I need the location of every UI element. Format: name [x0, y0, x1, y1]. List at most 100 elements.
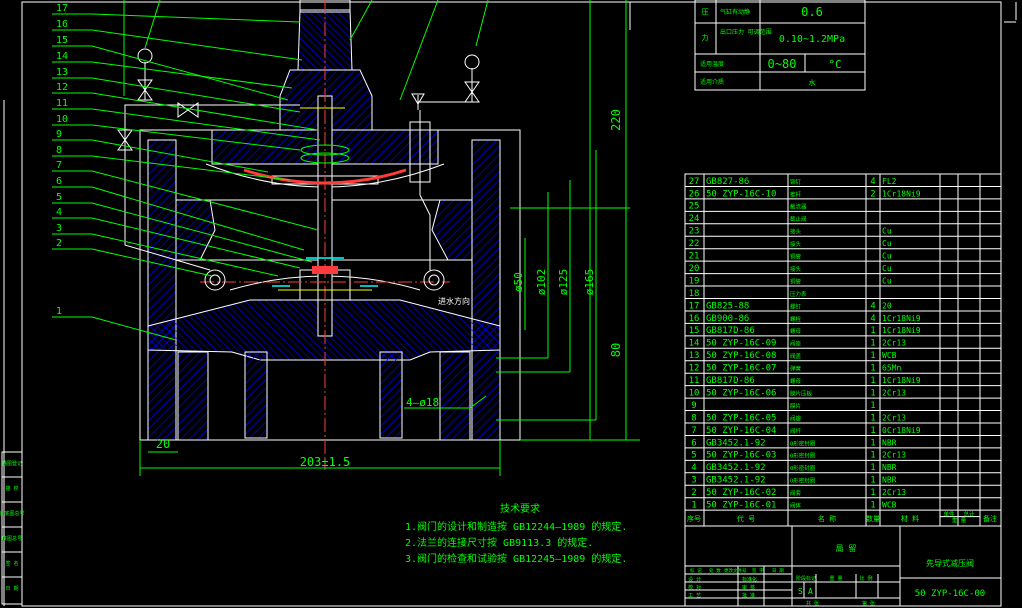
- dim-height-top: 220: [609, 109, 623, 131]
- part-callout: 7: [56, 160, 62, 171]
- leader-line: [91, 45, 289, 101]
- bom-qty: 1: [870, 326, 875, 336]
- bom-qty: 1: [870, 413, 875, 423]
- bom-material: WCB: [882, 351, 897, 360]
- bom-material: 2Cr13: [882, 339, 906, 348]
- bom-material: 1Cr18Ni9: [882, 314, 921, 323]
- bom-no: 14: [689, 339, 700, 349]
- bom-code: 50 ZYP-16C-08: [706, 351, 776, 361]
- bom-name: 铜管: [790, 277, 802, 285]
- approval-label: 工 艺: [688, 593, 701, 599]
- bom-code: GB817D-86: [706, 326, 755, 336]
- bom-name: 弹簧: [790, 365, 802, 373]
- leader-line: [91, 170, 319, 231]
- bom-code: 50 ZYP-16C-10: [706, 189, 776, 199]
- bom-code: 50 ZYP-16C-06: [706, 388, 776, 398]
- tech-req-title: 技术要求: [500, 502, 540, 515]
- bom-no: 13: [689, 351, 700, 361]
- bom-qty: 1: [870, 376, 875, 386]
- bom-no: 8: [691, 413, 696, 423]
- bom-header: 名 称: [818, 514, 836, 523]
- part-callout: 10: [56, 114, 68, 125]
- bom-qty: 4: [870, 314, 875, 324]
- bom-header: 材 料: [901, 514, 919, 523]
- bom-name: 螺钉: [790, 302, 802, 310]
- bom-no: 18: [689, 289, 700, 299]
- bom-code: GB825-88: [706, 301, 749, 311]
- stage-label: 阶段标记: [796, 575, 816, 582]
- spec-value: 0~80: [768, 57, 797, 71]
- bom-header: 备注: [983, 514, 997, 523]
- bom-material: Cu: [882, 227, 892, 236]
- leader-line: [91, 248, 213, 277]
- bom-no: 17: [689, 301, 700, 311]
- bom-material: NBR: [882, 438, 897, 447]
- left-flange: [147, 139, 177, 441]
- approval-label: 标准化: [742, 576, 757, 583]
- part-callout: 15: [56, 35, 68, 46]
- bom-material: 1Cr18Ni9: [882, 376, 921, 385]
- part-callout: 6: [56, 176, 62, 187]
- bom-name: 推杆: [790, 190, 802, 198]
- bom-header: 总计: [963, 510, 975, 518]
- bom-code: 50 ZYP-16C-09: [706, 339, 776, 349]
- bom-name: 铆钉: [790, 178, 802, 186]
- inlet-gauge: [137, 48, 153, 64]
- leader-line: [144, 0, 161, 49]
- bom-code: 50 ZYP-16C-04: [706, 426, 776, 436]
- bom-no: 6: [691, 438, 696, 448]
- bom-no: 21: [689, 252, 700, 262]
- leader-line: [91, 217, 301, 269]
- bom-name: 阀套: [790, 489, 802, 497]
- leader-line: [91, 139, 269, 173]
- bom-header: 单件: [943, 510, 955, 518]
- bom-material: 20: [882, 301, 892, 310]
- dim-dia-125: ø125: [557, 269, 570, 296]
- bom-name: 接头: [790, 265, 802, 273]
- bom-name: 接头: [790, 240, 802, 248]
- tech-req-item: 3.阀门的检查和试验按 GB12245—1989 的规定.: [405, 552, 627, 565]
- left-strip-label: 描图登记: [2, 460, 22, 467]
- approval-label: 审 核: [742, 584, 755, 591]
- bom-no: 2: [691, 488, 696, 498]
- revision-label: 签 字: [752, 567, 764, 574]
- bom-code: GB900-86: [706, 314, 749, 324]
- bom-qty: 1: [870, 438, 875, 448]
- bom-no: 20: [689, 264, 700, 274]
- bom-code: GB3452.1-92: [706, 463, 766, 473]
- bom-material: Cu: [882, 252, 892, 261]
- bom-name: 截止阀: [790, 215, 807, 223]
- bom-name: 螺母: [790, 327, 802, 335]
- bom-code: 50 ZYP-16C-01: [706, 501, 776, 511]
- leader-line: [91, 233, 279, 277]
- bom-material: NBR: [882, 476, 897, 485]
- spec-group: 压: [702, 8, 709, 16]
- left-strip-label: 底图总号: [2, 535, 22, 542]
- sheet-number: 第 张: [862, 600, 875, 607]
- tech-req-item: 2.法兰的连接尺寸按 GB9113.3 的规定.: [405, 536, 593, 549]
- leader-line: [91, 186, 305, 251]
- part-callout: 9: [56, 129, 62, 140]
- bom-name: 压力表: [790, 290, 807, 298]
- left-strip-label: 签 名: [5, 560, 18, 567]
- bom-no: 3: [691, 476, 696, 486]
- right-inner-foot: [379, 351, 403, 439]
- dim-dia-102: ø102: [535, 269, 548, 296]
- part-callout: 4: [56, 207, 62, 218]
- bom-code: 50 ZYP-16C-03: [706, 451, 776, 461]
- dim-dia-50: ø50: [512, 272, 525, 292]
- spec-value: 0.10~1.2MPa: [779, 34, 845, 45]
- bom-qty: 2: [870, 189, 875, 199]
- leader-line: [91, 108, 321, 141]
- stage-value: A: [808, 587, 813, 596]
- bom-no: 11: [689, 376, 700, 386]
- left-strip-label: 日 期: [5, 586, 18, 592]
- bom-qty: 1: [870, 488, 875, 498]
- part-callout: 11: [56, 98, 68, 109]
- bom-no: 9: [691, 401, 696, 411]
- bom-name: 铜管: [790, 253, 802, 261]
- bom-name: 阀座: [790, 340, 802, 348]
- bom-code: GB827-86: [706, 177, 749, 187]
